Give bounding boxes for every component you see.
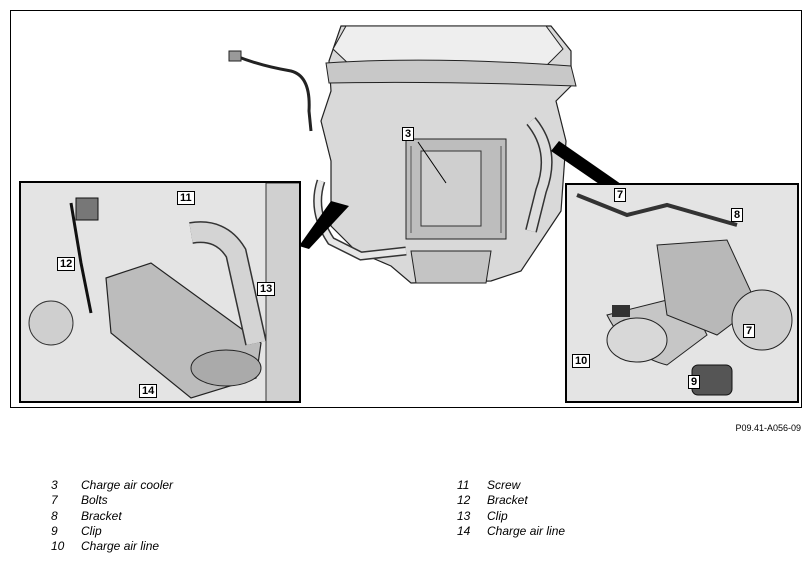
legend-label: Bolts bbox=[81, 493, 108, 508]
legend-item: 14 Charge air line bbox=[457, 524, 565, 539]
callout-7-right: 7 bbox=[743, 324, 756, 338]
legend-item: 3 Charge air cooler bbox=[51, 478, 173, 493]
callout-8: 8 bbox=[731, 208, 744, 222]
engine-illustration bbox=[83, 25, 744, 390]
legend-item: 12 Bracket bbox=[457, 493, 565, 508]
detail-inset-right bbox=[565, 183, 799, 403]
legend-item: 7 Bolts bbox=[51, 493, 173, 508]
legend-item: 10 Charge air line bbox=[51, 539, 173, 554]
legend-label: Clip bbox=[81, 523, 102, 538]
callout-11: 11 bbox=[177, 191, 195, 205]
figure-code: P09.41-A056-09 bbox=[735, 423, 801, 433]
legend-label: Charge air line bbox=[487, 523, 566, 538]
legend-label: Bracket bbox=[81, 508, 122, 523]
legend-label: Charge air line bbox=[81, 539, 160, 554]
legend-label: Charge air cooler bbox=[81, 478, 174, 492]
legend-number: 12 bbox=[457, 493, 471, 508]
legend-number: 3 bbox=[51, 478, 58, 492]
legend-label: Clip bbox=[487, 508, 508, 523]
legend-label: Screw bbox=[487, 478, 521, 492]
callout-12: 12 bbox=[57, 257, 76, 271]
callout-13: 13 bbox=[257, 282, 276, 296]
callout-3: 3 bbox=[402, 127, 415, 141]
legend-number: 7 bbox=[51, 493, 58, 508]
legend-number: 13 bbox=[457, 508, 471, 523]
callout-9: 9 bbox=[688, 375, 701, 389]
charge-air-line-left-detail bbox=[21, 183, 299, 401]
legend-left: 3 Charge air cooler 7 Bolts 8 Bracket 9 Clip… bbox=[51, 478, 173, 554]
legend-number: 11 bbox=[457, 478, 470, 492]
legend-number: 9 bbox=[51, 523, 58, 538]
legend-item: 13 Clip bbox=[457, 509, 565, 524]
legend-item: 8 Bracket bbox=[51, 509, 173, 524]
legend-label: Bracket bbox=[487, 493, 528, 508]
callout-10: 10 bbox=[572, 354, 591, 368]
callout-14: 14 bbox=[139, 384, 158, 398]
engine-diagram: 3 11 12 13 14 7 8 7 10 9 bbox=[10, 10, 802, 408]
callout-7-top: 7 bbox=[614, 188, 627, 202]
detail-inset-left bbox=[19, 181, 301, 403]
legend-number: 10 bbox=[51, 539, 65, 554]
legend-item: 9 Clip bbox=[51, 524, 173, 539]
legend-number: 8 bbox=[51, 508, 58, 523]
legend-item: 11 Screw bbox=[457, 478, 565, 493]
legend-number: 14 bbox=[457, 523, 471, 538]
charge-air-line-right-detail bbox=[567, 185, 797, 401]
legend-right: 11 Screw 12 Bracket 13 Clip 14 Charge air li… bbox=[457, 478, 565, 539]
